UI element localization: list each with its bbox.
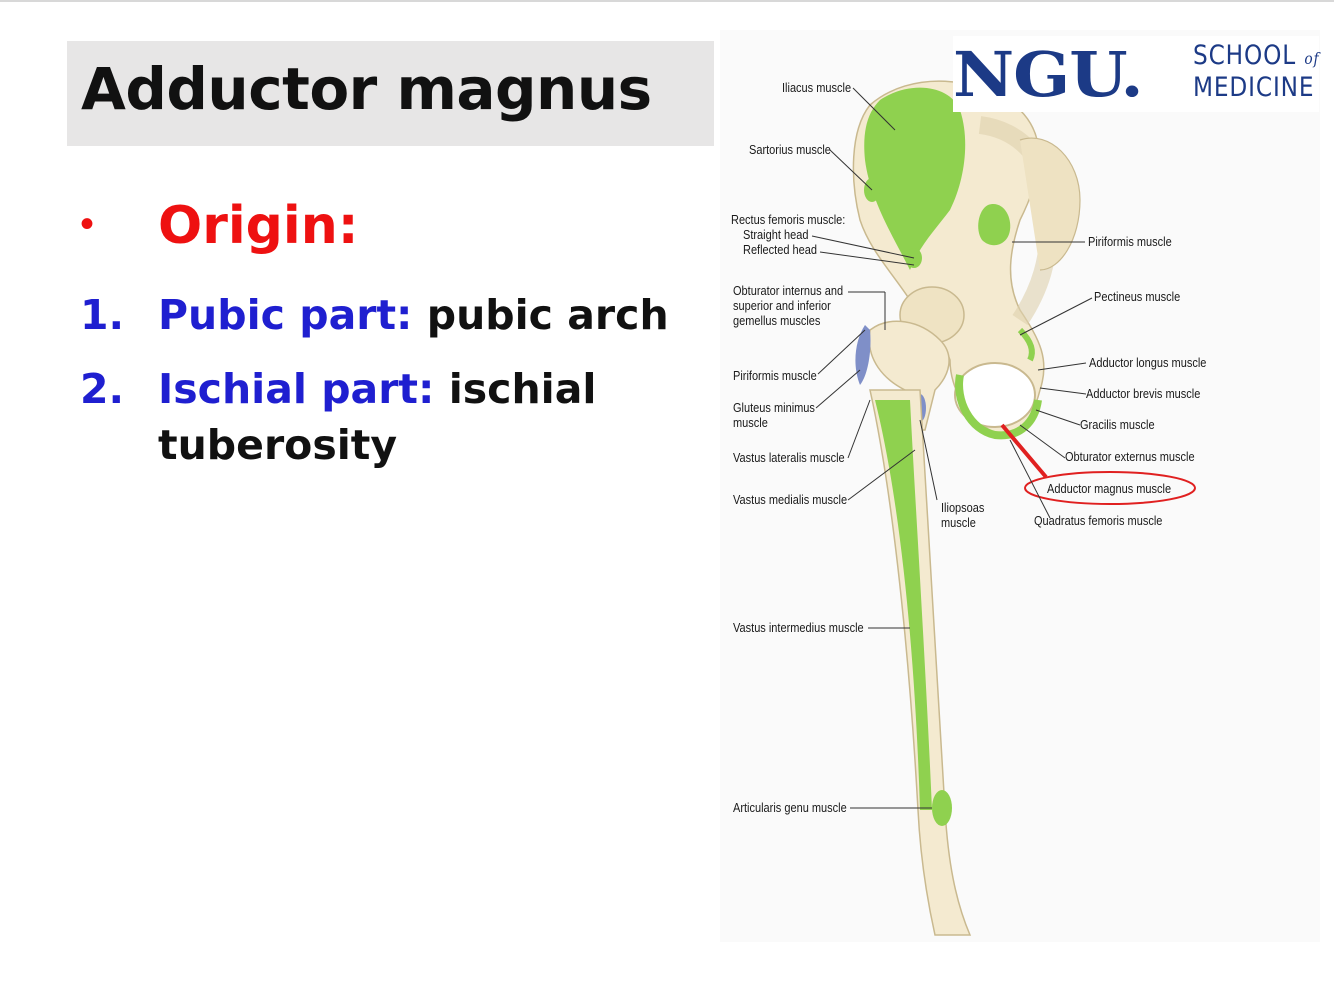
item-text-line2: tuberosity xyxy=(158,421,397,469)
logo-ngu-text: NGU. xyxy=(953,38,1143,111)
slide-title: Adductor magnus xyxy=(81,55,652,123)
label-adductor-brevis: Adductor brevis muscle xyxy=(1086,387,1200,402)
label-vastus-lateralis: Vastus lateralis muscle xyxy=(733,451,845,466)
label-straight-head: Straight head xyxy=(743,228,808,243)
label-reflected-head: Reflected head xyxy=(743,243,817,258)
label-obturator-internus-1: Obturator internus and xyxy=(733,284,843,299)
origin-heading: Origin: xyxy=(158,196,359,256)
logo-school-text: SCHOOL of xyxy=(1193,40,1319,71)
ngu-logo: NGU. SCHOOL of MEDICINE xyxy=(953,36,1319,112)
label-gluteus-1: Gluteus minimus xyxy=(733,401,815,416)
label-piriformis-left: Piriformis muscle xyxy=(733,369,817,384)
label-articularis: Articularis genu muscle xyxy=(733,801,847,816)
label-obturator-externus: Obturator externus muscle xyxy=(1065,450,1195,465)
femur-anatomy-figure: Iliacus muscle Sartorius muscle Rectus f… xyxy=(720,30,1320,942)
label-adductor-longus: Adductor longus muscle xyxy=(1089,356,1206,371)
label-quadratus-femoris: Quadratus femoris muscle xyxy=(1034,514,1162,529)
list-number: 2. xyxy=(80,361,124,417)
item-text: pubic arch xyxy=(427,291,669,339)
label-iliacus: Iliacus muscle xyxy=(782,81,851,96)
logo-medicine-text: MEDICINE xyxy=(1193,72,1314,103)
item-text: ischial xyxy=(449,365,597,413)
label-vastus-intermedius: Vastus intermedius muscle xyxy=(733,621,864,636)
label-obturator-internus-2: superior and inferior xyxy=(733,299,831,314)
list-number: 1. xyxy=(80,287,124,343)
label-piriformis-right: Piriformis muscle xyxy=(1088,235,1172,250)
label-vastus-medialis: Vastus medialis muscle xyxy=(733,493,847,508)
label-adductor-magnus: Adductor magnus muscle xyxy=(1047,482,1171,497)
item-label: Ischial part: xyxy=(158,365,434,413)
label-gluteus-2: muscle xyxy=(733,416,768,431)
bullet-icon: • xyxy=(80,202,94,247)
logo-of-word: of xyxy=(1304,49,1319,68)
label-rectus: Rectus femoris muscle: xyxy=(731,213,845,228)
logo-school-word: SCHOOL xyxy=(1193,40,1296,71)
label-pectineus: Pectineus muscle xyxy=(1094,290,1180,305)
label-obturator-internus-3: gemellus muscles xyxy=(733,314,820,329)
top-border xyxy=(0,0,1334,2)
label-sartorius: Sartorius muscle xyxy=(749,143,831,158)
label-gracilis: Gracilis muscle xyxy=(1080,418,1155,433)
item-label: Pubic part: xyxy=(158,291,412,339)
title-banner: Adductor magnus xyxy=(67,41,714,146)
label-iliopsoas-2: muscle xyxy=(941,516,976,531)
articularis-attachment xyxy=(932,790,952,826)
label-iliopsoas-1: Iliopsoas xyxy=(941,501,984,516)
